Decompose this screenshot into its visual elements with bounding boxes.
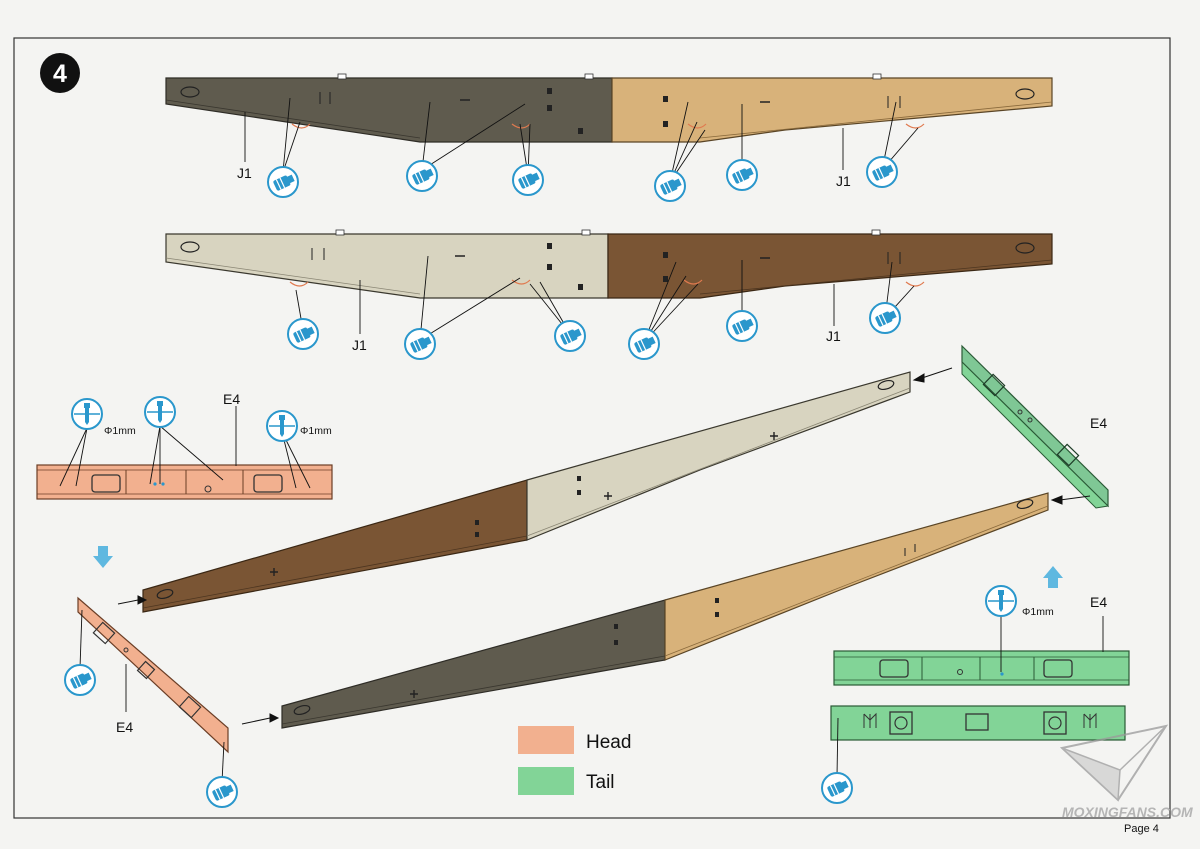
part-label-j1: J1: [237, 165, 252, 181]
glue-icon: [726, 159, 758, 191]
leader-lines-head-angled: [79, 609, 225, 783]
assembled-frame-upper-rail: [142, 371, 911, 613]
part-label-e4: E4: [116, 719, 133, 735]
glue-icon: [628, 328, 660, 360]
watermark-text: MOXINGFANS.COM: [1062, 804, 1193, 820]
legend-label-tail: Tail: [586, 772, 615, 793]
page-number: Page 4: [1124, 823, 1159, 835]
glue-icon: [512, 164, 544, 196]
part-label-j1: J1: [836, 173, 851, 189]
glue-icon: [206, 776, 238, 808]
drill-icon: [266, 410, 298, 442]
drill-icon: [71, 398, 103, 430]
glue-icon: [64, 664, 96, 696]
drill-icon: [144, 396, 176, 428]
part-label-j1: J1: [352, 337, 367, 353]
head-crossmember-e4-angled: [77, 596, 229, 754]
drill-size-label: Φ1mm: [1022, 606, 1054, 618]
drill-icon: [985, 585, 1017, 617]
glue-icon: [866, 156, 898, 188]
tail-crossmember-e4-front-view: [830, 705, 1126, 741]
glue-icon: [654, 170, 686, 202]
glue-icon: [726, 310, 758, 342]
glue-icon: [404, 328, 436, 360]
arrow-down-icon: [93, 546, 113, 568]
svg-text:4: 4: [53, 60, 67, 88]
glue-icon: [267, 166, 299, 198]
tail-crossmember-e4-top-view: [833, 650, 1130, 686]
leader-lines-second: [295, 255, 915, 343]
tail-crossmember-e4-angled: [961, 344, 1110, 509]
part-label-e4: E4: [223, 391, 240, 407]
glue-icon: [869, 302, 901, 334]
watermark-logo: [1059, 724, 1169, 802]
part-label-e4: E4: [1090, 415, 1107, 431]
page-border: [13, 37, 1171, 819]
leader-lines-tail-e4: [836, 614, 1104, 777]
part-label-j1: J1: [826, 328, 841, 344]
drill-size-label: Φ1mm: [300, 425, 332, 437]
glue-icon: [554, 320, 586, 352]
part-label-e4: E4: [1090, 594, 1107, 610]
head-crossmember-e4: [36, 464, 333, 500]
assembly-arrows: [117, 367, 1091, 725]
frame-rail-second: [165, 229, 1053, 299]
glue-icon: [821, 772, 853, 804]
glue-icon: [406, 160, 438, 192]
legend-swatch-tail: [518, 767, 574, 795]
legend-label-head: Head: [586, 732, 631, 753]
step-badge: 4: [40, 53, 80, 93]
glue-icon: [287, 318, 319, 350]
color-legend: Head Tail: [518, 726, 631, 795]
arrow-up-icon: [1043, 566, 1063, 588]
legend-swatch-head: [518, 726, 574, 754]
drill-size-label: Φ1mm: [104, 425, 136, 437]
assembled-frame-lower-rail: [281, 492, 1049, 729]
frame-rail-top: [165, 73, 1053, 143]
